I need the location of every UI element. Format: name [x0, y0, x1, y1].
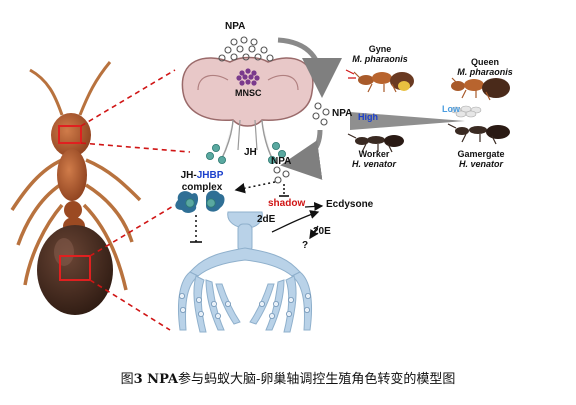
gyne-role: Gyne [368, 44, 392, 54]
shadow-label: shadow [268, 198, 306, 209]
low-label: Low [442, 104, 460, 114]
ant-gyne [345, 69, 414, 93]
worker-caption: Worker H. venator [344, 149, 404, 170]
ant-illustration [10, 61, 142, 315]
shadow-to-ecdysone-arrow [304, 201, 324, 212]
gamergate-role: Gamergate [457, 149, 505, 159]
mnsc-label: MNSC [235, 88, 262, 98]
npa-particles-mid [312, 102, 330, 126]
ovariole-eggs [178, 292, 311, 319]
brain-highlight-box [58, 125, 82, 144]
complex-label: complex [181, 181, 223, 193]
jhbp-protein-right [206, 190, 225, 212]
jhbp-protein-left [175, 191, 199, 213]
queen-role: Queen [470, 57, 499, 67]
worker-species: H. venator [351, 159, 396, 170]
high-label: High [358, 112, 378, 122]
npa-lower-label: NPA [271, 156, 292, 167]
caption-prefix: 图 [120, 372, 134, 387]
ant-gamergate [447, 123, 510, 145]
npa-particles-top [218, 36, 274, 62]
two-de-arrow [271, 210, 320, 233]
npa-top-label: NPA [225, 21, 246, 32]
caption-number: 3 [133, 372, 143, 387]
brain-diagram [181, 56, 314, 164]
figure-caption: 图3 NPA参与蚂蚁大脑-卵巢轴调控生殖角色转变的模型图 [0, 368, 576, 387]
zoom-lines [80, 69, 191, 331]
twenty-e-label: 20E [313, 226, 331, 237]
gyne-species: M. pharaonis [352, 54, 408, 65]
gyne-caption: Gyne M. pharaonis [350, 44, 410, 65]
npa-mid-label: NPA [332, 108, 353, 119]
two-de-label: 2dE [257, 214, 276, 225]
question-mark-label: ? [302, 240, 309, 251]
gamergate-species: H. venator [458, 159, 503, 170]
npa-particles-lower [273, 166, 290, 184]
ovary-highlight-box [59, 255, 91, 281]
queen-species: M. pharaonis [457, 67, 513, 78]
jh-prefix-label: JH- [180, 170, 197, 181]
jhbp-label: JHBP [196, 170, 224, 181]
twenty-e-arrow [309, 225, 319, 240]
flow-arrow-top [277, 37, 342, 98]
queen-caption: Queen M. pharaonis [450, 57, 520, 78]
jh-label: JH [244, 147, 257, 158]
gamergate-caption: Gamergate H. venator [446, 149, 516, 170]
ecdysone-label: Ecdysone [326, 199, 374, 210]
caption-text: 参与蚂蚁大脑-卵巢轴调控生殖角色转变的模型图 [177, 372, 456, 387]
worker-role: Worker [358, 149, 390, 159]
ant-queen [450, 77, 510, 118]
jh-jhbp-complex-label: JH-JHBP complex [174, 170, 230, 193]
ant-worker [347, 133, 404, 153]
caption-npa: NPA [142, 372, 178, 387]
flow-arrow-bottom [280, 129, 323, 180]
npa-to-complex-arrow [234, 181, 276, 194]
npa-gradient-wedge [350, 112, 465, 130]
